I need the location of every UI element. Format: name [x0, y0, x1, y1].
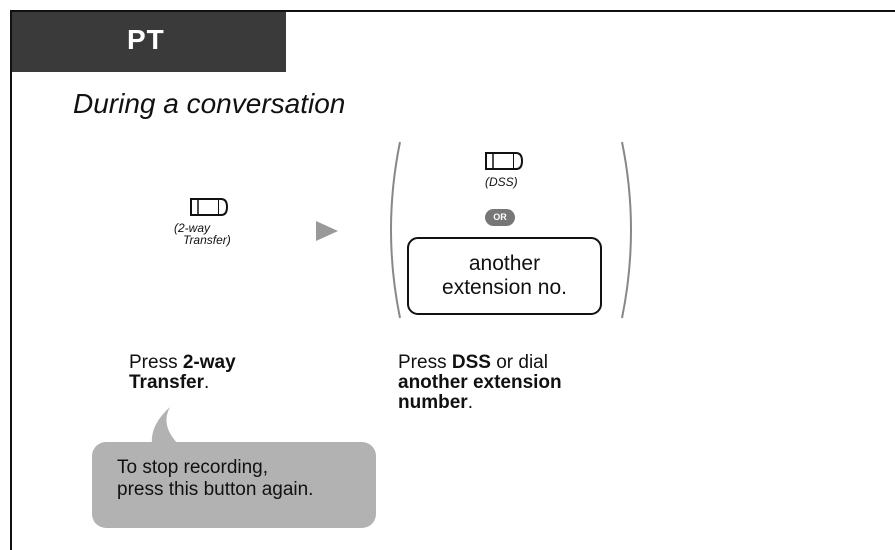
step1-instruction: Press 2-way Transfer.: [129, 353, 236, 393]
ext-box-line1: another: [468, 252, 541, 275]
or-badge: OR: [485, 209, 515, 226]
step1-caption-line1: (2-way: [174, 221, 211, 235]
flexible-button-icon: [190, 197, 228, 217]
step2-caption: (DSS): [485, 175, 518, 189]
step2-bold2: another extension: [398, 372, 562, 393]
step2-prefix: Press: [398, 352, 452, 373]
flexible-button-icon: [485, 151, 523, 171]
extension-number-box: another extension no.: [407, 237, 602, 315]
tab-label: PT: [127, 24, 165, 55]
step1-caption-line2: Transfer): [183, 233, 231, 247]
step1-suffix: .: [203, 372, 210, 393]
page-frame: [10, 10, 895, 550]
left-paren: [380, 140, 404, 325]
step2-instruction: Press DSS or dial another extension numb…: [398, 353, 562, 413]
callout-line2: press this button again.: [117, 479, 314, 500]
callout-bubble: To stop recording, press this button aga…: [92, 442, 376, 528]
section-heading: During a conversation: [73, 88, 346, 119]
step2-bold3: number: [398, 392, 468, 413]
step2-middle: or dial: [490, 352, 548, 373]
step1-bold2: Transfer: [129, 372, 204, 393]
step1-prefix: Press: [129, 352, 183, 373]
right-paren: [618, 140, 642, 325]
callout-line1: To stop recording,: [117, 457, 269, 478]
pt-tab: PT: [12, 12, 286, 72]
step2-suffix: .: [467, 392, 473, 413]
ext-box-line2: extension no.: [442, 276, 567, 299]
step1-bold1: 2-way: [182, 352, 236, 373]
callout-text: To stop recording, press this button aga…: [117, 457, 313, 501]
step2-bold1: DSS: [451, 352, 491, 373]
play-arrow-icon: [316, 221, 338, 246]
